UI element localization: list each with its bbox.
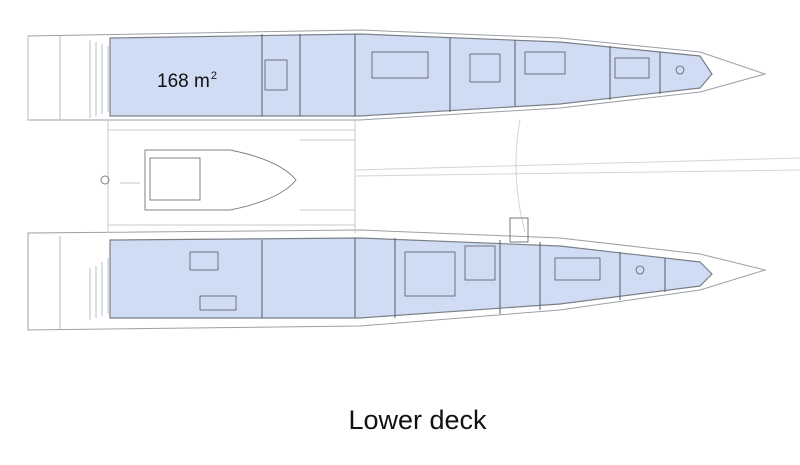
tender-rail	[300, 139, 355, 211]
engine-room-unit	[189, 251, 219, 271]
stair-port	[264, 59, 288, 91]
stair-starboard	[509, 217, 529, 243]
port-head-toilet	[675, 65, 685, 75]
master-bed	[404, 251, 456, 297]
starboard-head-toilet	[635, 265, 645, 275]
starboard-lounge	[464, 245, 496, 281]
forward-crossbeam	[354, 157, 800, 177]
fittings	[189, 51, 685, 311]
workshop-bench	[199, 295, 237, 311]
starboard-cabin-bed	[554, 257, 601, 281]
floor-area-unit-exponent: 2	[210, 70, 217, 82]
interior-partitions	[261, 34, 666, 318]
port-hull-outline	[27, 29, 767, 121]
dining-table	[469, 53, 501, 83]
port-forward-bed	[614, 57, 650, 79]
bridge-deck-outline	[107, 120, 356, 233]
forward-trampoline-edge	[515, 119, 526, 233]
floor-area-label: 168 m2	[157, 70, 217, 93]
port-cabin-bed	[524, 51, 566, 75]
port-transom-steps	[27, 36, 109, 120]
deck-caption: Lower deck	[348, 405, 487, 435]
galley-counter	[371, 51, 429, 79]
tender-boat	[100, 149, 297, 211]
starboard-transom-steps	[59, 236, 109, 330]
starboard-hull-outline	[27, 229, 767, 331]
port-hull-interior	[109, 33, 713, 117]
floor-area-value: 168 m	[157, 71, 210, 92]
